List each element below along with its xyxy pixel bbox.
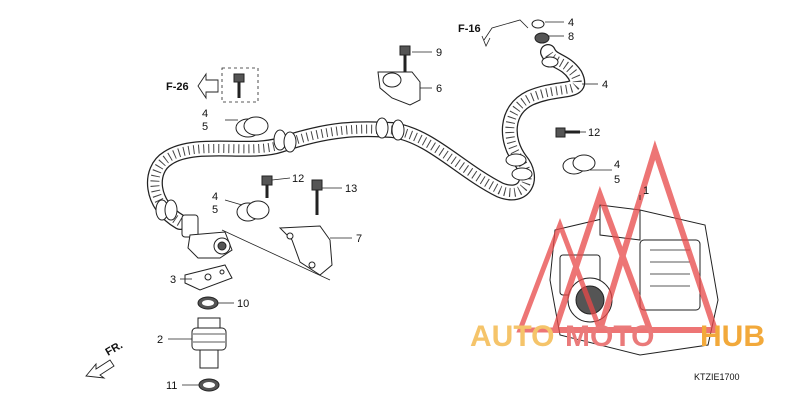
callout-4-top: 4	[568, 17, 574, 29]
callout-13: 13	[345, 183, 357, 195]
ref-f26-label: F-26	[166, 81, 189, 93]
callout-11: 11	[166, 380, 177, 392]
callout-9: 9	[436, 47, 442, 59]
seal-ring-11	[198, 378, 220, 392]
callout-1: 1	[643, 185, 649, 197]
ref-front-arrow: FR.	[85, 339, 125, 379]
injector-joint	[181, 214, 233, 259]
watermark-auto: AUTO	[470, 320, 554, 353]
callout-8: 8	[568, 31, 574, 43]
bolt-12-right	[555, 127, 580, 138]
callout-5-right: 5	[614, 174, 620, 186]
callout-6: 6	[436, 83, 442, 95]
callout-4-mid: 4	[212, 191, 218, 203]
clamp-4-5-mid	[236, 200, 270, 222]
bolt-12-mid	[261, 175, 273, 198]
fuel-hose	[146, 44, 586, 230]
bolt-13	[311, 179, 323, 215]
clip-6	[377, 71, 421, 106]
bracket-7	[278, 225, 333, 276]
ref-fr-label: FR.	[104, 339, 125, 358]
callouts: 4 8 9 6 4 12 4 5 1 4 5 12 13 4 5 7 3 10 …	[157, 17, 649, 392]
clamp-4-5-upper	[221, 67, 269, 138]
watermark-moto: MOTO	[565, 320, 654, 353]
callout-5-upper: 5	[202, 121, 208, 133]
clamp-4-5-right	[562, 154, 596, 175]
callout-10: 10	[237, 298, 249, 310]
ref-f16: F-16	[458, 19, 529, 47]
watermark-triangles	[516, 140, 720, 333]
callout-12-mid: 12	[292, 173, 304, 185]
bolt-9	[399, 45, 411, 72]
part-code: KTZIE1700	[694, 372, 740, 382]
hose-clamps	[155, 19, 559, 221]
joint-plate	[184, 264, 233, 291]
callout-4-right: 4	[614, 159, 620, 171]
callout-4-hose: 4	[602, 79, 608, 91]
watermark-hub: HUB	[700, 320, 765, 353]
callout-3: 3	[170, 274, 176, 286]
callout-2: 2	[157, 334, 163, 346]
fuel-injector	[191, 317, 227, 369]
ref-f26: F-26	[166, 72, 219, 100]
callout-4-upper: 4	[202, 108, 208, 120]
callout-7: 7	[356, 233, 362, 245]
leader-lines	[168, 21, 641, 386]
watermark-text: AUTO MOTO HUB	[470, 320, 765, 353]
o-ring-10	[197, 296, 219, 310]
callout-5-mid: 5	[212, 204, 218, 216]
ref-f16-label: F-16	[458, 23, 481, 35]
callout-12-right: 12	[588, 127, 600, 139]
